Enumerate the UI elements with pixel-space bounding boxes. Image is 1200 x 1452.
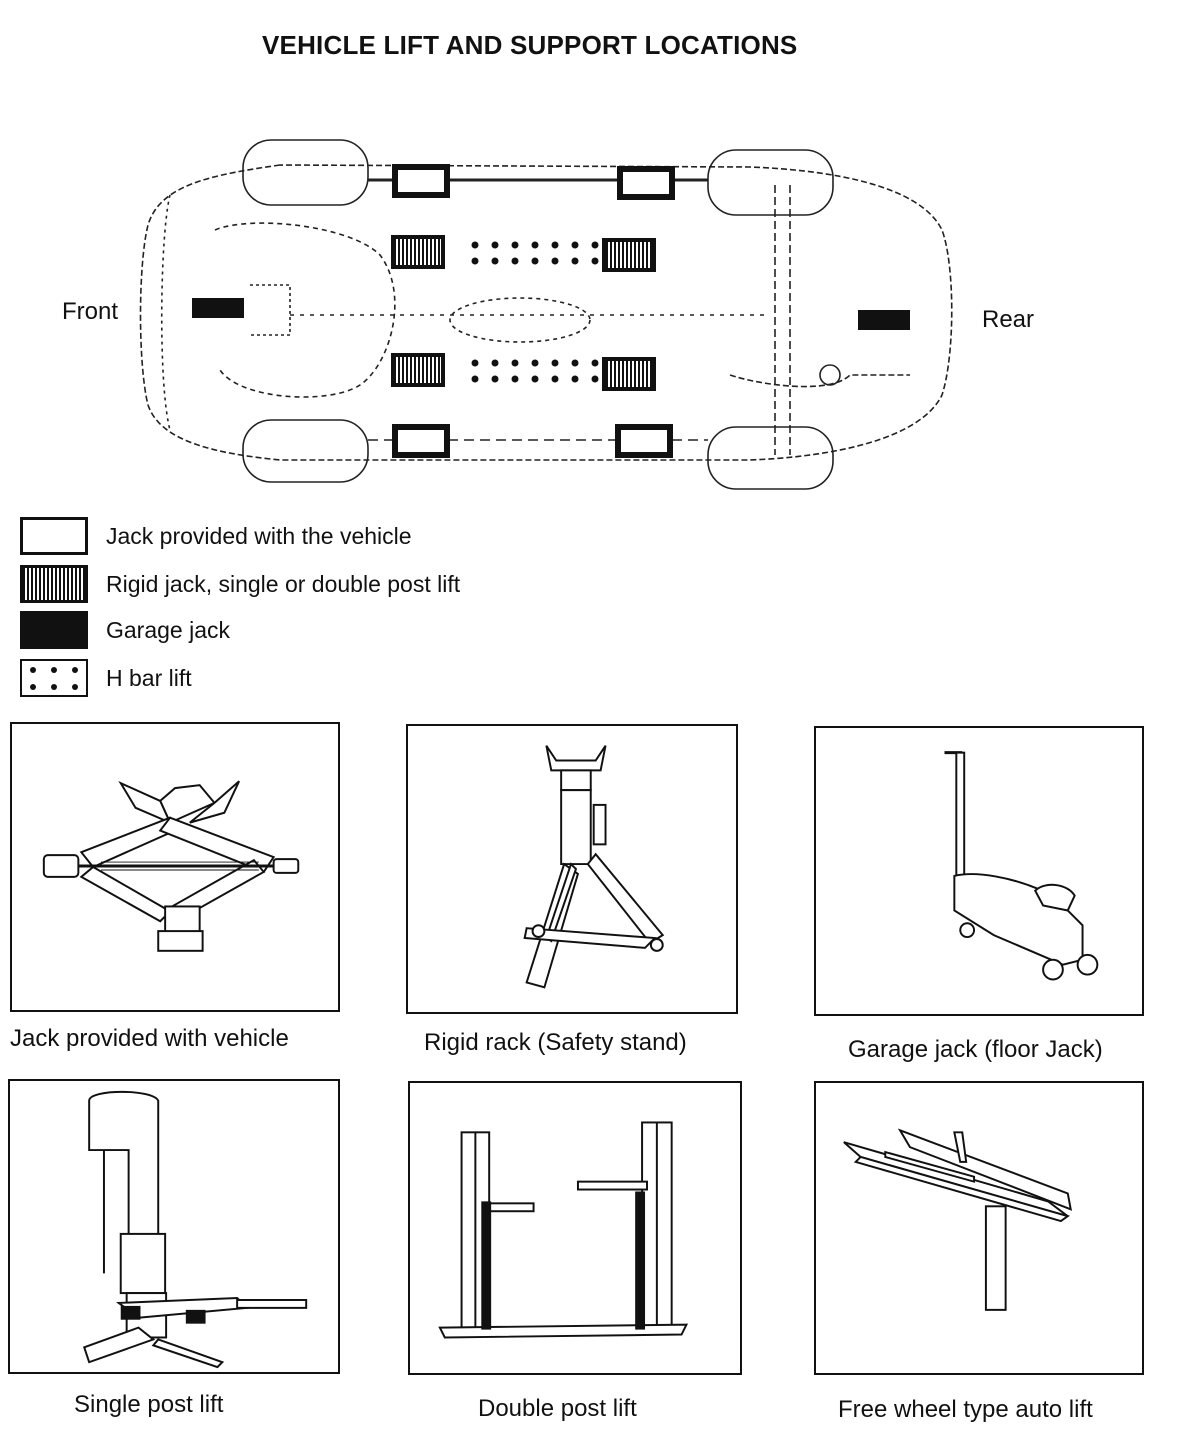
legend-item-h-bar-lift: H bar lift xyxy=(20,656,192,700)
caption-floor-jack: Garage jack (floor Jack) xyxy=(848,1036,1103,1063)
equipment-panel-free-wheel-lift xyxy=(814,1081,1144,1375)
caption-safety-stand: Rigid rack (Safety stand) xyxy=(424,1029,687,1056)
vehicle-underside-diagram xyxy=(139,139,953,490)
legend-item-garage-jack: Garage jack xyxy=(20,608,230,652)
double-post-lift-icon xyxy=(438,1121,689,1339)
white-box-icon xyxy=(20,517,88,555)
lift-point-right-front xyxy=(391,353,445,387)
equipment-panel-safety-stand xyxy=(406,724,738,1014)
free-wheel-lift-icon xyxy=(843,1128,1073,1311)
scissor-jack-icon xyxy=(42,780,300,952)
rear-label: Rear xyxy=(982,306,1035,333)
hatched-box-icon xyxy=(20,565,88,603)
single-post-lift-icon xyxy=(82,1090,308,1369)
floor-jack-icon xyxy=(944,751,1099,981)
jack-point-rear-right xyxy=(615,424,673,458)
front-left-wheel xyxy=(242,139,369,206)
legend-item-vehicle-jack: Jack provided with the vehicle xyxy=(20,514,412,558)
front-label: Front xyxy=(62,298,119,325)
caption-free-wheel-lift: Free wheel type auto lift xyxy=(838,1396,1093,1423)
legend-label: Garage jack xyxy=(106,616,231,643)
lift-point-left-rear xyxy=(602,238,656,272)
equipment-panel-floor-jack xyxy=(814,726,1144,1016)
jack-point-front-right xyxy=(392,424,450,458)
equipment-panel-vehicle-jack xyxy=(10,722,340,1012)
safety-stand-icon xyxy=(523,745,665,989)
caption-vehicle-jack: Jack provided with vehicle xyxy=(10,1025,289,1052)
legend-label: Jack provided with the vehicle xyxy=(106,522,412,549)
jack-point-front-left xyxy=(392,164,450,198)
page-title: VEHICLE LIFT AND SUPPORT LOCATIONS xyxy=(262,30,798,60)
front-right-wheel xyxy=(242,419,369,483)
rear-right-wheel xyxy=(707,426,834,490)
h-bar-dots xyxy=(471,241,599,383)
jack-point-rear-left xyxy=(617,166,675,200)
caption-double-post-lift: Double post lift xyxy=(478,1395,637,1422)
legend-item-rigid-jack: Rigid jack, single or double post lift xyxy=(20,562,460,606)
lift-point-left-front xyxy=(391,235,445,269)
garage-jack-point-rear xyxy=(858,310,910,330)
legend-label: H bar lift xyxy=(106,664,192,691)
equipment-panel-single-post-lift xyxy=(8,1079,340,1374)
black-box-icon xyxy=(20,611,88,649)
garage-jack-point-front xyxy=(192,298,244,318)
rear-left-wheel xyxy=(707,149,834,216)
dotted-box-icon xyxy=(20,659,88,697)
legend-label: Rigid jack, single or double post lift xyxy=(106,570,461,597)
caption-single-post-lift: Single post lift xyxy=(74,1391,224,1418)
equipment-panel-double-post-lift xyxy=(408,1081,742,1375)
lift-point-right-rear xyxy=(602,357,656,391)
